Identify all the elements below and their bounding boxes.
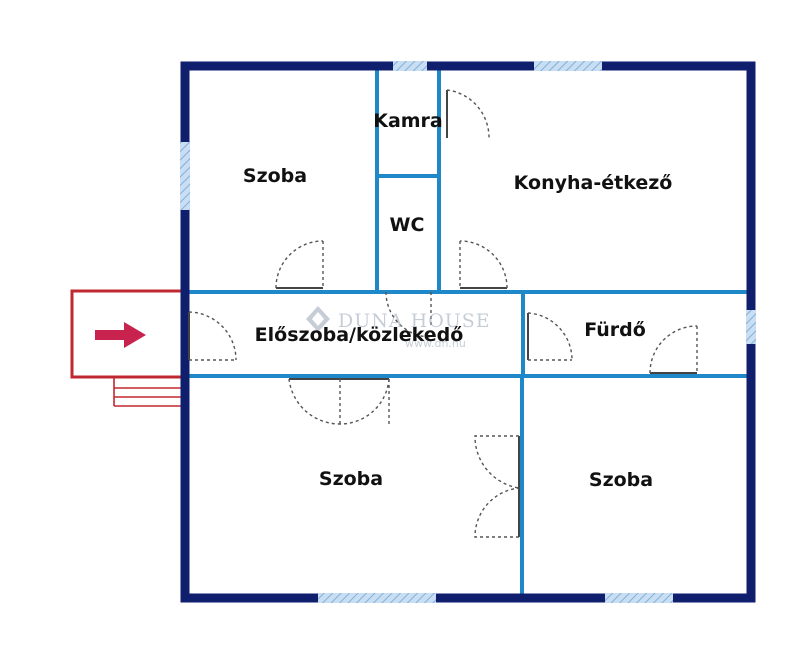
entrance-arrow-icon [95, 322, 146, 348]
window-bottom-szoba-left [318, 593, 436, 603]
entrance-steps [113, 377, 181, 407]
door-entrance [188, 311, 237, 361]
door-furdo-entry [527, 312, 573, 361]
door-double-szoba-bottom [288, 378, 390, 425]
window-left-szoba [180, 142, 190, 210]
door-furdo-inner [649, 325, 698, 374]
entrance-outline [70, 289, 181, 379]
windows [180, 61, 756, 603]
window-top-konyha [534, 61, 602, 71]
watermark: DUNA HOUSE www.dh.hu [306, 306, 491, 350]
doors [188, 89, 698, 538]
window-right-furdo [746, 310, 756, 344]
door-konyha [459, 240, 508, 289]
window-bottom-szoba-right [605, 593, 673, 603]
room-labels: Szoba Kamra WC Konyha-étkező Előszoba/kö… [243, 110, 672, 491]
room-label-kamra: Kamra [373, 110, 443, 132]
watermark-brand: DUNA HOUSE [338, 310, 491, 332]
inner-walls [187, 70, 750, 595]
room-label-konyha: Konyha-étkező [514, 172, 673, 194]
room-label-szoba-bottom-right: Szoba [589, 469, 653, 491]
room-label-furdo: Fürdő [584, 319, 646, 341]
entrance-porch [70, 289, 181, 407]
door-double-between-szobas [474, 435, 520, 538]
door-szoba-top [275, 240, 324, 289]
room-label-szoba-bottom-left: Szoba [319, 468, 383, 490]
window-top-kamra [393, 61, 427, 71]
door-wc [385, 291, 432, 338]
watermark-url: www.dh.hu [405, 337, 466, 350]
room-label-wc: WC [390, 214, 425, 236]
room-label-szoba-top-left: Szoba [243, 165, 307, 187]
room-label-eloszoba: Előszoba/közlekedő [255, 324, 464, 346]
door-kamra [446, 89, 490, 139]
duna-house-logo-icon [306, 306, 330, 332]
